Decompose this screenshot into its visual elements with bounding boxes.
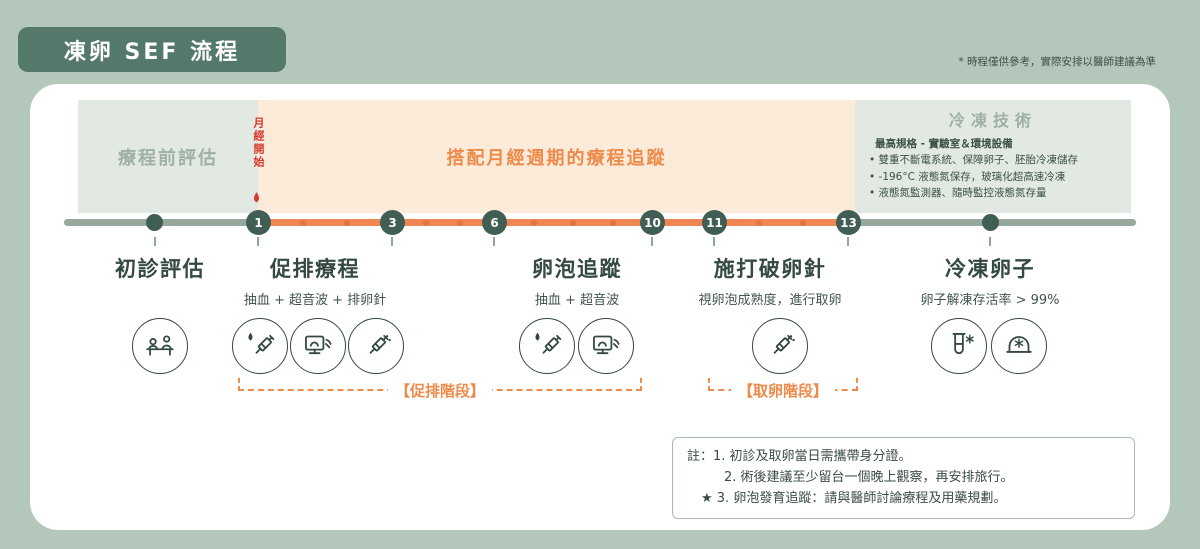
timeline-day-3: 3 [380,210,405,235]
day-dot [344,219,350,226]
stage-title-trigger: 施打破卵針 [713,257,827,281]
freeze-tech-bullet: • -196°C 液態氮保存，玻璃化超高速冷凍 [869,170,1066,183]
timeline-day-10: 10 [640,210,665,235]
timeline-tick [989,237,991,246]
timeline-tick [651,237,653,246]
stimulation-phase-label: 【促排階段】 [387,380,493,402]
consultation-icon [132,318,188,374]
pre-treatment-label: 療程前評估 [118,147,218,169]
timeline-day-11: 11 [702,210,727,235]
note-line-1: 註：1. 初診及取卵當日需攜帶身分證。 [687,449,912,464]
period-start-label: 月經開始 [252,117,265,169]
blood-drop-icon [253,192,260,203]
notes-box: 註：1. 初診及取卵當日需攜帶身分證。 2. 術後建議至少留台一個晚上觀察，再安… [672,437,1135,519]
timeline-node-end [982,214,999,231]
ultrasound-icon [578,318,634,374]
day-dot [300,219,306,226]
timeline-tick [847,237,849,246]
timeline-day-1: 1 [246,210,271,235]
retrieval-phase-bracket: 【取卵階段】 [708,378,858,402]
timeline-tick [257,237,259,246]
freeze-tech-bullet: • 液態氮監測器、隨時監控液態氮存量 [869,186,1047,199]
stage-subtitle-tracking: 抽血 + 超音波 [534,293,620,308]
day-dot [423,219,429,226]
freeze-tech-spec: 最高規格 - 實驗室＆環境設備 [875,138,1013,150]
band-cycle-tracking: 搭配月經週期的療程追蹤 [258,100,855,213]
band-pre-treatment: 療程前評估 [78,100,258,213]
injection-icon [348,318,404,374]
timeline-tick [713,237,715,246]
cycle-tracking-label: 搭配月經週期的療程追蹤 [446,147,667,169]
cryo-storage-icon [991,318,1047,374]
timeline-tick [493,237,495,246]
timeline-tick [154,237,156,246]
day-dot [531,219,537,226]
stage-title-consult: 初診評估 [115,257,205,281]
ultrasound-icon [290,318,346,374]
blood-draw-icon [232,318,288,374]
day-dot [610,219,616,226]
day-dot [457,219,463,226]
note-line-3: ★ 3. 卵泡發育追蹤：請與醫師討論療程及用藥規劃。 [701,490,1007,506]
stimulation-phase-bracket: 【促排階段】 [238,378,642,402]
blood-draw-icon [519,318,575,374]
timeline-node-start [146,214,163,231]
timeline-active-segment [258,219,848,226]
day-dot [756,219,762,226]
timeline-tick [391,237,393,246]
title-badge: 凍卵 SEF 流程 [18,27,286,72]
timeline-day-6: 6 [482,210,507,235]
stage-subtitle-freeze: 卵子解凍存活率 > 99% [920,293,1060,308]
stage-title-stimulation: 促排療程 [270,257,360,281]
stage-subtitle-trigger: 視卵泡成熟度，進行取卵 [698,293,842,308]
note-line-2: 2. 術後建議至少留台一個晚上觀察，再安排旅行。 [724,469,1014,485]
retrieval-phase-label: 【取卵階段】 [730,380,836,402]
stage-title-tracking: 卵泡追蹤 [532,257,622,281]
freeze-tech-title: 冷凍技術 [948,111,1037,130]
frozen-tube-icon [931,318,987,374]
day-dot [800,219,806,226]
timeline-day-13: 13 [836,210,861,235]
band-freeze-tech: 冷凍技術 最高規格 - 實驗室＆環境設備 • 雙重不斷電系統、保障卵子、胚胎冷凍… [855,100,1131,213]
trigger-shot-icon [752,318,808,374]
stage-title-freeze: 冷凍卵子 [945,257,1035,281]
freeze-tech-bullet: • 雙重不斷電系統、保障卵子、胚胎冷凍儲存 [869,154,1079,167]
day-dot [570,219,576,226]
page-title: 凍卵 SEF 流程 [63,39,241,65]
disclaimer-text: * 時程僅供參考，實際安排以醫師建議為準 [958,56,1156,68]
stage-subtitle-stimulation: 抽血 + 超音波 + 排卵針 [243,293,387,308]
